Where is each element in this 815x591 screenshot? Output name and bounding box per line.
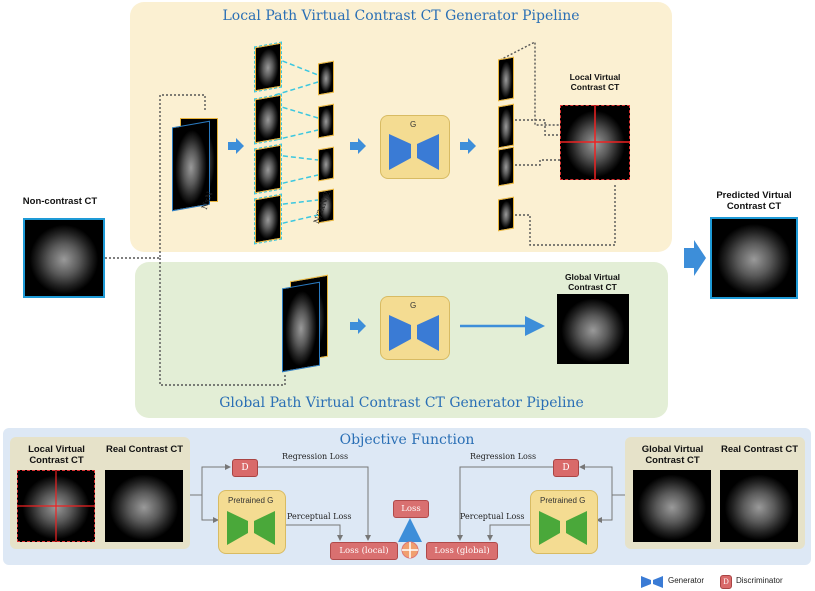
legend-discriminator-icon: D — [720, 575, 732, 589]
perceptual-loss-label-local: Perceptual Loss — [287, 512, 352, 521]
total-loss-box: Loss — [393, 500, 429, 518]
generated-patch-1 — [498, 56, 514, 102]
patch-stack-4 — [254, 193, 282, 245]
objective-title: Objective Function — [339, 432, 475, 448]
perceptual-loss-label-global: Perceptual Loss — [460, 512, 525, 521]
obj-real-image-left — [105, 470, 183, 542]
pretrained-g-label-global: Pretrained G — [540, 496, 586, 505]
obj-real-label-left: Real Contrast CT — [105, 444, 184, 455]
legend-discriminator-label: Discriminator — [736, 576, 783, 585]
global-path-title: Global Path Virtual Contrast CT Generato… — [219, 395, 584, 411]
generated-patch-4 — [498, 196, 514, 232]
local-loss-box: Loss (local) — [330, 542, 398, 560]
regression-loss-label-global: Regression Loss — [470, 452, 537, 461]
output-label: Predicted Virtual Contrast CT — [716, 190, 792, 212]
regression-loss-label-local: Regression Loss — [282, 452, 349, 461]
obj-real-image-right — [720, 470, 798, 542]
local-output-image — [560, 105, 630, 180]
obj-global-label: Global Virtual Contrast CT — [641, 444, 704, 466]
global-output-label: Global Virtual Contrast CT — [564, 272, 621, 292]
obj-local-label: Local Virtual Contrast CT — [28, 444, 85, 466]
local-generator-label: G — [410, 120, 417, 129]
small-patch-1 — [318, 60, 334, 96]
obj-global-image — [633, 470, 711, 542]
small-patch-3 — [318, 146, 334, 182]
global-output-image — [557, 294, 629, 364]
patch-stack-2 — [254, 93, 282, 145]
generated-patch-3 — [498, 146, 514, 187]
output-ct-image — [710, 217, 798, 299]
pretrained-g-label-local: Pretrained G — [228, 496, 274, 505]
generated-patch-2 — [498, 103, 514, 149]
patch-stack-1 — [254, 41, 282, 93]
small-patch-2 — [318, 103, 334, 139]
legend-generator-label: Generator — [668, 576, 705, 585]
global-generator-label: G — [410, 301, 417, 310]
patch-stack-3 — [254, 143, 282, 195]
obj-local-image — [17, 470, 95, 542]
input-label: Non-contrast CT — [22, 196, 98, 207]
discriminator-box-local: D — [232, 459, 258, 477]
discriminator-box-global: D — [553, 459, 579, 477]
obj-real-label-right: Real Contrast CT — [720, 444, 799, 455]
global-loss-box: Loss (global) — [426, 542, 498, 560]
global-stack-front — [282, 281, 320, 373]
local-output-label: Local Virtual Contrast CT — [569, 72, 621, 92]
input-ct-image — [23, 218, 105, 298]
local-path-title: Local Path Virtual Contrast CT Generator… — [222, 8, 580, 24]
